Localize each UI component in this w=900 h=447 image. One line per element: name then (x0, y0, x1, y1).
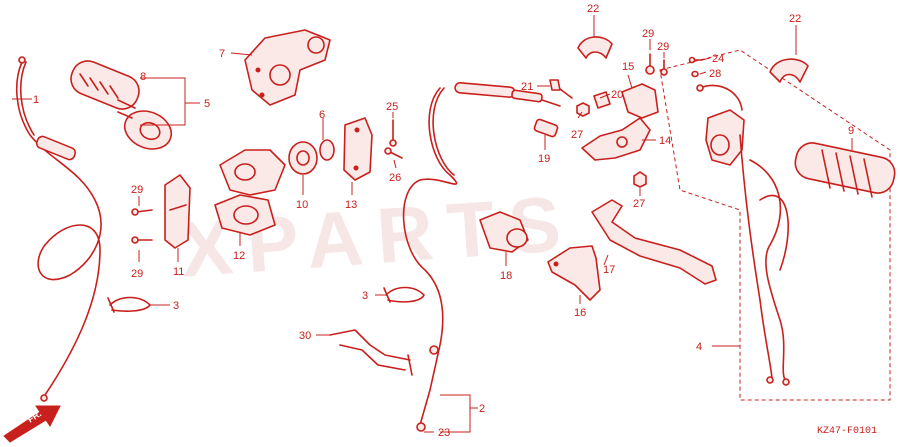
throttle-grip[interactable] (66, 56, 177, 156)
nut-27-lower[interactable] (633, 171, 647, 188)
switch-housing[interactable] (214, 149, 286, 236)
callout-27-lower: 27 (633, 198, 645, 210)
callout-9: 9 (848, 125, 854, 137)
callout-6: 6 (319, 109, 325, 121)
callout-26: 26 (389, 172, 401, 184)
callout-29-left-upper: 29 (131, 184, 143, 196)
callout-24: 24 (712, 53, 724, 65)
callout-16: 16 (574, 307, 586, 319)
callout-30: 30 (299, 330, 311, 342)
callout-29-top-left: 29 (642, 28, 654, 40)
cable-clip-center[interactable] (383, 286, 425, 303)
lever-bracket[interactable] (581, 117, 651, 161)
callout-17: 17 (603, 264, 615, 276)
callout-28: 28 (709, 68, 721, 80)
clutch-cable[interactable] (402, 82, 561, 432)
throttle-cable[interactable] (15, 56, 102, 402)
callout-18: 18 (500, 270, 512, 282)
callout-27-upper: 27 (571, 129, 583, 141)
clutch-lever[interactable] (591, 199, 717, 285)
lever-bracket-top[interactable] (621, 83, 659, 119)
callout-15: 15 (622, 61, 634, 73)
assembly-bracket (659, 49, 891, 401)
callout-14: 14 (659, 135, 671, 147)
callout-1: 1 (33, 94, 39, 106)
callout-4: 4 (696, 341, 702, 353)
callout-22-left: 22 (587, 3, 599, 15)
screw-29-lower[interactable] (131, 236, 153, 244)
callout-23: 23 (438, 427, 450, 439)
leader-lines (12, 15, 853, 433)
housing-cover[interactable] (343, 117, 373, 181)
callout-12: 12 (233, 250, 245, 262)
diagram-code: KZ47-F0101 (817, 426, 877, 437)
handlebar-grip[interactable] (792, 140, 897, 198)
callout-22-right: 22 (789, 13, 801, 25)
callout-8: 8 (140, 71, 146, 83)
callout-11: 11 (173, 266, 184, 278)
callout-5: 5 (204, 98, 210, 110)
washer-28[interactable] (691, 70, 699, 78)
screw-24[interactable] (688, 56, 703, 64)
callout-13: 13 (345, 199, 357, 211)
callout-20: 20 (611, 89, 623, 101)
bolt-21[interactable] (549, 79, 573, 99)
lever-holder[interactable] (547, 245, 601, 301)
callout-29-left-lower: 29 (131, 268, 143, 280)
throttle-housing[interactable] (244, 29, 331, 106)
throttle-pulley[interactable] (288, 141, 318, 175)
callout-29-top-right: 29 (657, 41, 669, 53)
callout-3-left: 3 (173, 300, 179, 312)
callout-10: 10 (296, 199, 308, 211)
callout-2: 2 (479, 403, 485, 415)
cable-adjuster[interactable] (533, 118, 559, 138)
handlebar-clamp[interactable] (164, 174, 191, 249)
front-direction-arrow: FR. (3, 405, 61, 443)
cable-strap-right[interactable] (769, 58, 809, 83)
callout-7: 7 (219, 48, 225, 60)
cable-strap-left[interactable] (577, 36, 613, 59)
callout-21: 21 (521, 81, 533, 93)
callout-3-center: 3 (362, 290, 368, 302)
collar[interactable] (319, 139, 335, 161)
right-switch-assembly[interactable] (696, 84, 790, 386)
screw-29-top-right[interactable] (660, 59, 668, 76)
callout-25: 25 (386, 101, 398, 113)
engine-stop-switch[interactable] (479, 211, 529, 253)
screw-26[interactable] (384, 147, 403, 159)
screw-29-top-left[interactable] (645, 53, 655, 75)
lever-pivot-bolt[interactable] (593, 91, 611, 109)
nut-27-upper[interactable] (576, 102, 590, 117)
callout-labels: 1 2 3 3 4 5 6 7 8 9 10 11 12 13 14 15 16… (33, 3, 854, 439)
harness-clamp[interactable] (329, 329, 413, 376)
cable-clip-left[interactable] (107, 296, 151, 313)
screw-25[interactable] (389, 119, 397, 147)
screw-29-upper[interactable] (131, 208, 153, 216)
callout-19: 19 (538, 153, 550, 165)
